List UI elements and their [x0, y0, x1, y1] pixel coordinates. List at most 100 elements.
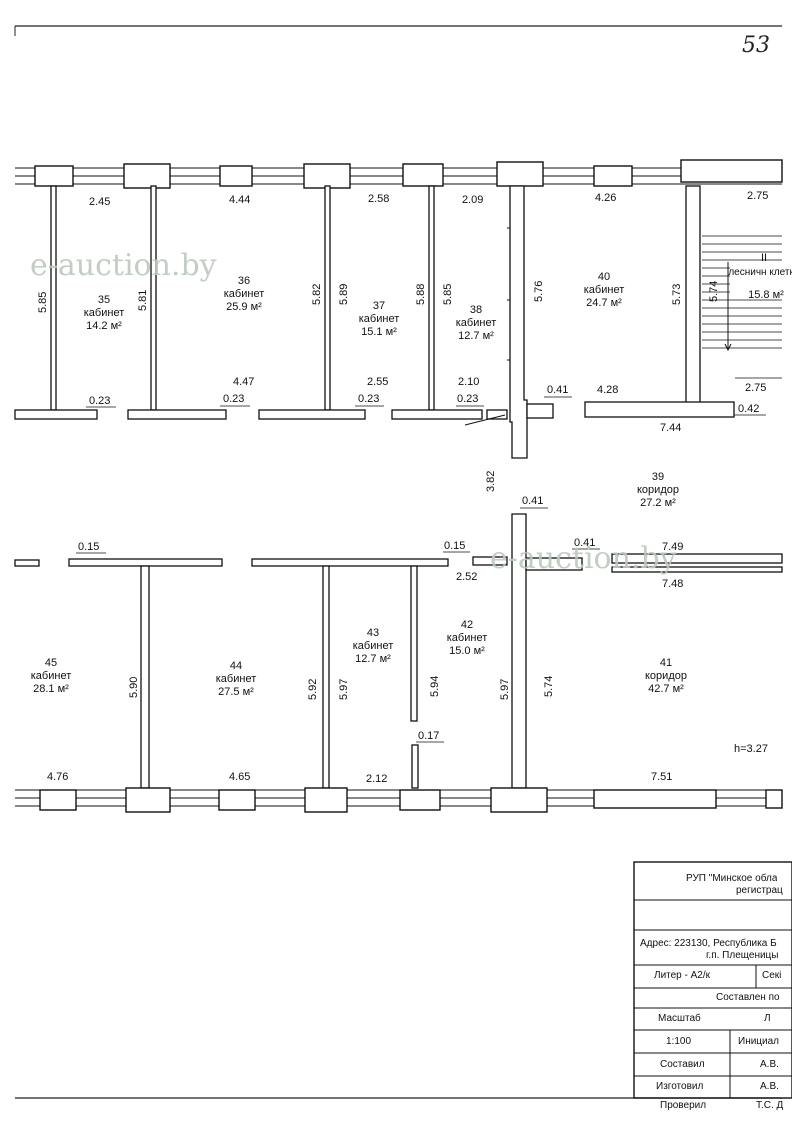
svg-text:кабинет: кабинет [224, 288, 264, 300]
svg-text:36: 36 [238, 275, 250, 287]
top-width-dims: 2.45 4.44 2.58 2.09 4.26 2.75 [89, 190, 768, 208]
svg-text:2.75: 2.75 [745, 382, 766, 394]
thickness-dims: 0.23 0.23 0.23 0.23 0.41 0.42 [89, 384, 759, 415]
svg-text:15.0 м²: 15.0 м² [449, 645, 485, 657]
svg-text:28.1 м²: 28.1 м² [33, 683, 69, 695]
window [39, 789, 77, 811]
svg-text:5.82: 5.82 [311, 284, 323, 305]
tb-compiled-by-header: Составлен по [716, 992, 780, 1003]
svg-text:5.81: 5.81 [137, 290, 149, 311]
svg-text:3.82: 3.82 [485, 471, 497, 492]
svg-text:кабинет: кабинет [31, 670, 71, 682]
svg-text:0.15: 0.15 [444, 540, 465, 552]
svg-text:2.12: 2.12 [366, 773, 387, 785]
svg-text:44: 44 [230, 660, 242, 672]
tb-made-name: А.В. [760, 1081, 779, 1092]
window [303, 163, 351, 189]
svg-text:15.8 м²: 15.8 м² [748, 289, 784, 301]
svg-text:кабинет: кабинет [359, 313, 399, 325]
svg-text:2.52: 2.52 [456, 571, 477, 583]
svg-text:5.73: 5.73 [671, 284, 683, 305]
svg-text:39: 39 [652, 471, 664, 483]
window [496, 161, 544, 187]
tb-section: Секі [762, 970, 782, 981]
top-rooms-bottom-wall [14, 401, 735, 426]
tb-checked-name: Т.С. Д [756, 1100, 784, 1111]
bottom-width-dims: 4.76 4.65 2.12 7.51 0.17 h=3.27 [47, 730, 768, 785]
svg-text:5.74: 5.74 [543, 676, 555, 697]
svg-text:кабинет: кабинет [216, 673, 256, 685]
svg-text:7.48: 7.48 [662, 578, 683, 590]
svg-text:4.44: 4.44 [229, 194, 250, 206]
svg-text:5.97: 5.97 [338, 679, 350, 700]
svg-text:5.74: 5.74 [708, 281, 720, 302]
tb-scale-label: Масштаб [658, 1013, 701, 1024]
window [399, 789, 441, 811]
window [123, 163, 171, 189]
svg-text:42.7 м²: 42.7 м² [648, 683, 684, 695]
svg-text:h=3.27: h=3.27 [734, 743, 768, 755]
room-39: 39 коридор 27.2 м² [637, 471, 679, 509]
window [490, 787, 548, 813]
room-45: 45 кабинет 28.1 м² [31, 657, 71, 695]
svg-text:5.97: 5.97 [499, 679, 511, 700]
svg-text:2.10: 2.10 [458, 376, 479, 388]
corridor-walls [14, 513, 783, 789]
svg-text:12.7 м²: 12.7 м² [458, 330, 494, 342]
svg-text:0.15: 0.15 [78, 541, 99, 553]
svg-text:кабинет: кабинет [456, 317, 496, 329]
tb-org: РУП "Минское обла [686, 873, 778, 884]
svg-text:7.44: 7.44 [660, 422, 681, 434]
svg-text:коридор: коридор [637, 484, 679, 496]
watermark-mid: e-auction.by [490, 541, 677, 576]
tb-initials-label: Инициал [738, 1036, 780, 1047]
window [125, 787, 171, 813]
svg-text:0.23: 0.23 [457, 393, 478, 405]
room-36: 36 кабинет 25.9 м² [224, 275, 264, 313]
svg-text:43: 43 [367, 627, 379, 639]
svg-text:коридор: коридор [645, 670, 687, 682]
top-depth-dims: 5.85 5.81 5.82 5.89 5.88 5.85 5.76 5.73 … [37, 281, 720, 313]
svg-text:кабинет: кабинет [353, 640, 393, 652]
svg-text:40: 40 [598, 271, 610, 283]
window [593, 165, 633, 187]
tb-address2: г.п. Плещеницы [706, 950, 779, 961]
svg-text:25.9 м²: 25.9 м² [226, 301, 262, 313]
bottom-exterior-wall [15, 787, 783, 813]
svg-text:кабинет: кабинет [584, 284, 624, 296]
svg-text:5.89: 5.89 [338, 284, 350, 305]
top-exterior-wall [15, 159, 783, 189]
svg-text:лесничн клетка: лесничн клетка [728, 267, 792, 278]
svg-text:0.41: 0.41 [574, 537, 595, 549]
svg-text:15.1 м²: 15.1 м² [361, 326, 397, 338]
svg-text:12.7 м²: 12.7 м² [355, 653, 391, 665]
leader-lines [76, 396, 766, 743]
svg-text:5.85: 5.85 [442, 284, 454, 305]
tb-made-label: Изготовил [656, 1081, 704, 1092]
svg-text:2.09: 2.09 [462, 194, 483, 206]
svg-text:7.51: 7.51 [651, 771, 672, 783]
svg-text:37: 37 [373, 300, 385, 312]
tb-compiled-name: А.В. [760, 1059, 779, 1070]
tb-checked-label: Проверил [660, 1100, 707, 1111]
window [219, 165, 253, 187]
tb-liter: Литер - А2/к [654, 970, 711, 981]
room-38: 38 кабинет 12.7 м² [456, 304, 496, 342]
window [593, 789, 717, 809]
tb-scale-value: 1:100 [666, 1036, 692, 1047]
svg-text:0.41: 0.41 [522, 495, 543, 507]
svg-text:0.23: 0.23 [358, 393, 379, 405]
svg-text:0.23: 0.23 [89, 395, 110, 407]
svg-text:0.42: 0.42 [738, 403, 759, 415]
stair-wall-block [680, 159, 783, 183]
svg-text:5.90: 5.90 [128, 677, 140, 698]
top-inner-dims: 4.47 2.55 2.10 4.28 2.75 7.44 [233, 376, 766, 434]
svg-text:5.85: 5.85 [37, 292, 49, 313]
page-number: 53 [742, 33, 770, 58]
svg-text:II: II [761, 252, 767, 264]
svg-text:4.65: 4.65 [229, 771, 250, 783]
svg-text:2.58: 2.58 [368, 193, 389, 205]
title-block-frame [633, 861, 792, 1099]
svg-text:5.94: 5.94 [429, 676, 441, 697]
svg-text:27.2 м²: 27.2 м² [640, 497, 676, 509]
